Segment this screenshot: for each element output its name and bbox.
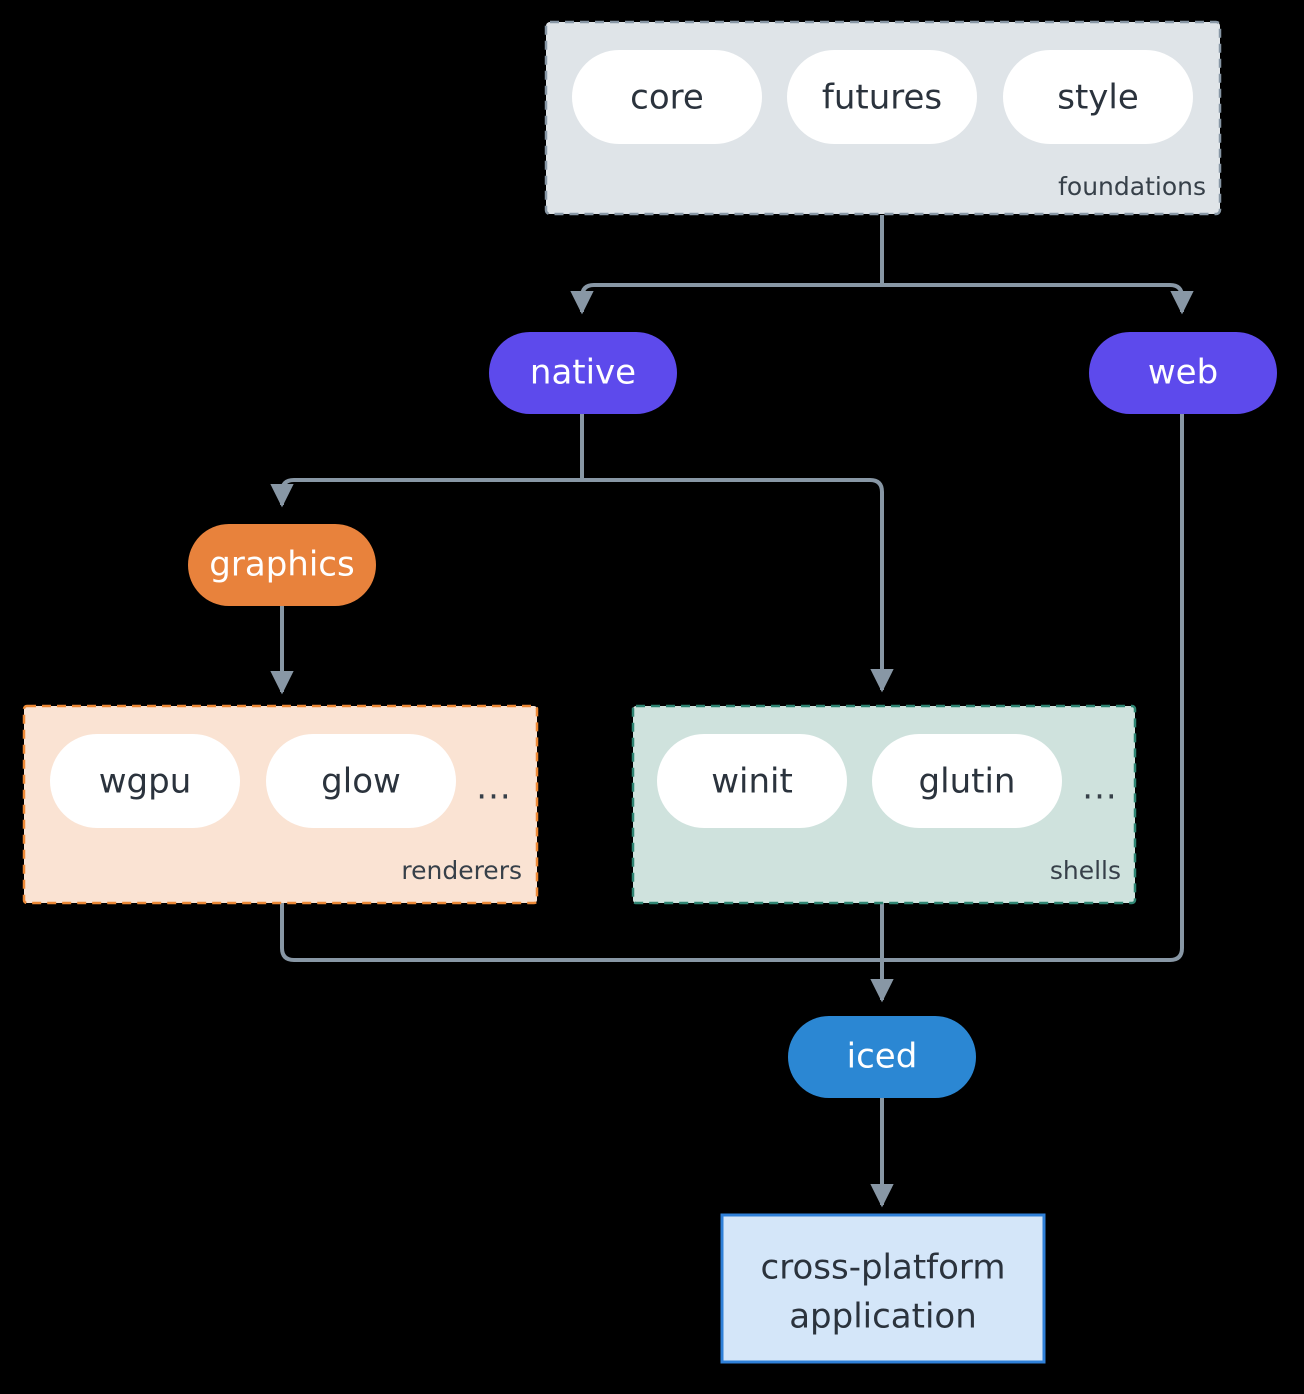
pill-core-label: core [630,78,704,118]
group-shells: winit glutin ... shells [631,704,1137,905]
node-web-label: web [1148,353,1218,393]
foundations-group-label: foundations [1058,172,1206,201]
pill-style[interactable]: style [1003,50,1193,144]
application-label-line1: cross-platform [761,1248,1006,1288]
group-renderers: wgpu glow ... renderers [22,704,539,905]
renderers-group-label: renderers [401,856,522,885]
pill-glutin-shape [872,734,1062,828]
pill-glutin-label: glutin [919,762,1016,802]
pill-core-shape [572,50,762,144]
pill-winit[interactable]: winit [657,734,847,828]
pill-futures-label: futures [822,78,942,118]
pill-glow-label: glow [321,762,401,802]
pill-wgpu-label: wgpu [99,762,192,802]
pill-futures[interactable]: futures [787,50,977,144]
pill-glutin[interactable]: glutin [872,734,1062,828]
shells-overflow-ellipsis: ... [1082,768,1117,808]
renderers-overflow-ellipsis: ... [476,768,511,808]
application-label-line2: application [789,1297,977,1337]
node-web-shape [1089,332,1277,414]
node-iced[interactable]: iced [788,1016,976,1098]
pill-winit-label: winit [711,762,793,802]
node-native[interactable]: native [489,332,677,414]
pill-style-label: style [1057,78,1139,118]
edge-renderers-to-bus [280,903,882,962]
node-graphics[interactable]: graphics [188,524,376,606]
node-graphics-label: graphics [209,545,354,585]
edge-web-to-bus [882,412,1184,962]
application-box-shape [720,1213,1046,1364]
edge-foundations-to-native [570,283,882,315]
group-foundations: core futures style foundations [544,20,1222,216]
shells-group-label: shells [1050,856,1121,885]
edge-foundations-to-web [882,283,1194,315]
pill-wgpu[interactable]: wgpu [50,734,240,828]
node-iced-shape [788,1016,976,1098]
edge-native-to-graphics [270,478,582,508]
pill-glow[interactable]: glow [266,734,456,828]
pill-futures-shape [787,50,977,144]
node-native-shape [489,332,677,414]
node-iced-label: iced [847,1037,918,1077]
edge-native-to-shells [582,478,894,693]
node-graphics-shape [188,524,376,606]
node-cross-platform-application[interactable]: cross-platform application [720,1213,1046,1364]
pill-style-shape [1003,50,1193,144]
pill-wgpu-shape [50,734,240,828]
node-native-label: native [530,353,636,393]
pill-glow-shape [266,734,456,828]
pill-winit-shape [657,734,847,828]
connectors [270,215,1194,1208]
node-web[interactable]: web [1089,332,1277,414]
pill-core[interactable]: core [572,50,762,144]
